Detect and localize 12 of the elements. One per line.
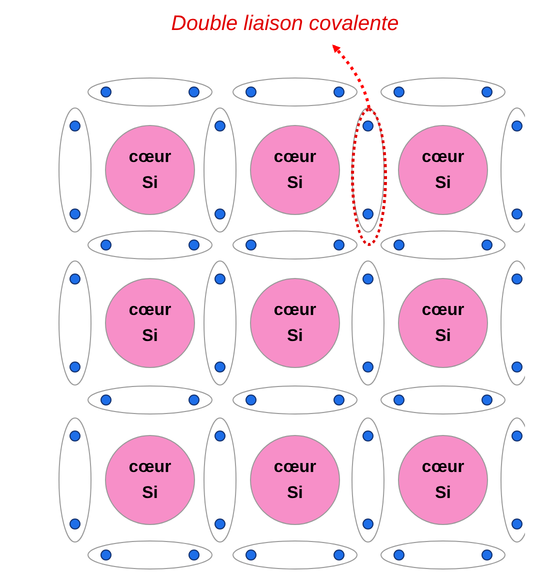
atom-core-circle: cœur Si	[398, 278, 488, 368]
atom-core-circle: cœur Si	[250, 278, 340, 368]
atom-core-circle: cœur Si	[105, 435, 195, 525]
atom-core-circle: cœur Si	[250, 435, 340, 525]
atom-core-circle: cœur Si	[105, 125, 195, 215]
atom-core-circle: cœur Si	[250, 125, 340, 215]
atom-core-circle: cœur Si	[398, 125, 488, 215]
title-label: Double liaison covalente	[171, 12, 399, 36]
atom-core-circle: cœur Si	[105, 278, 195, 368]
atom-core-circle: cœur Si	[398, 435, 488, 525]
dotted-ellipse	[351, 108, 387, 246]
arrow	[332, 44, 370, 108]
